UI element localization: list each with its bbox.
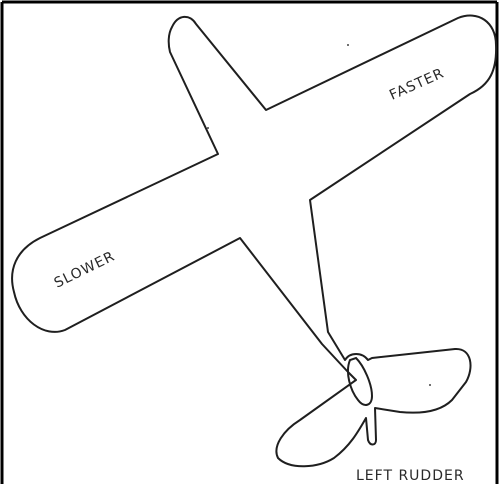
ink-speck	[207, 127, 209, 129]
ink-speck	[347, 44, 349, 46]
ink-speck	[429, 384, 431, 386]
left-rudder-label: LEFT RUDDER	[356, 468, 465, 484]
faster-label: FASTER	[387, 65, 447, 103]
slower-label: SLOWER	[52, 248, 118, 291]
left-rudder-fin	[348, 358, 372, 405]
